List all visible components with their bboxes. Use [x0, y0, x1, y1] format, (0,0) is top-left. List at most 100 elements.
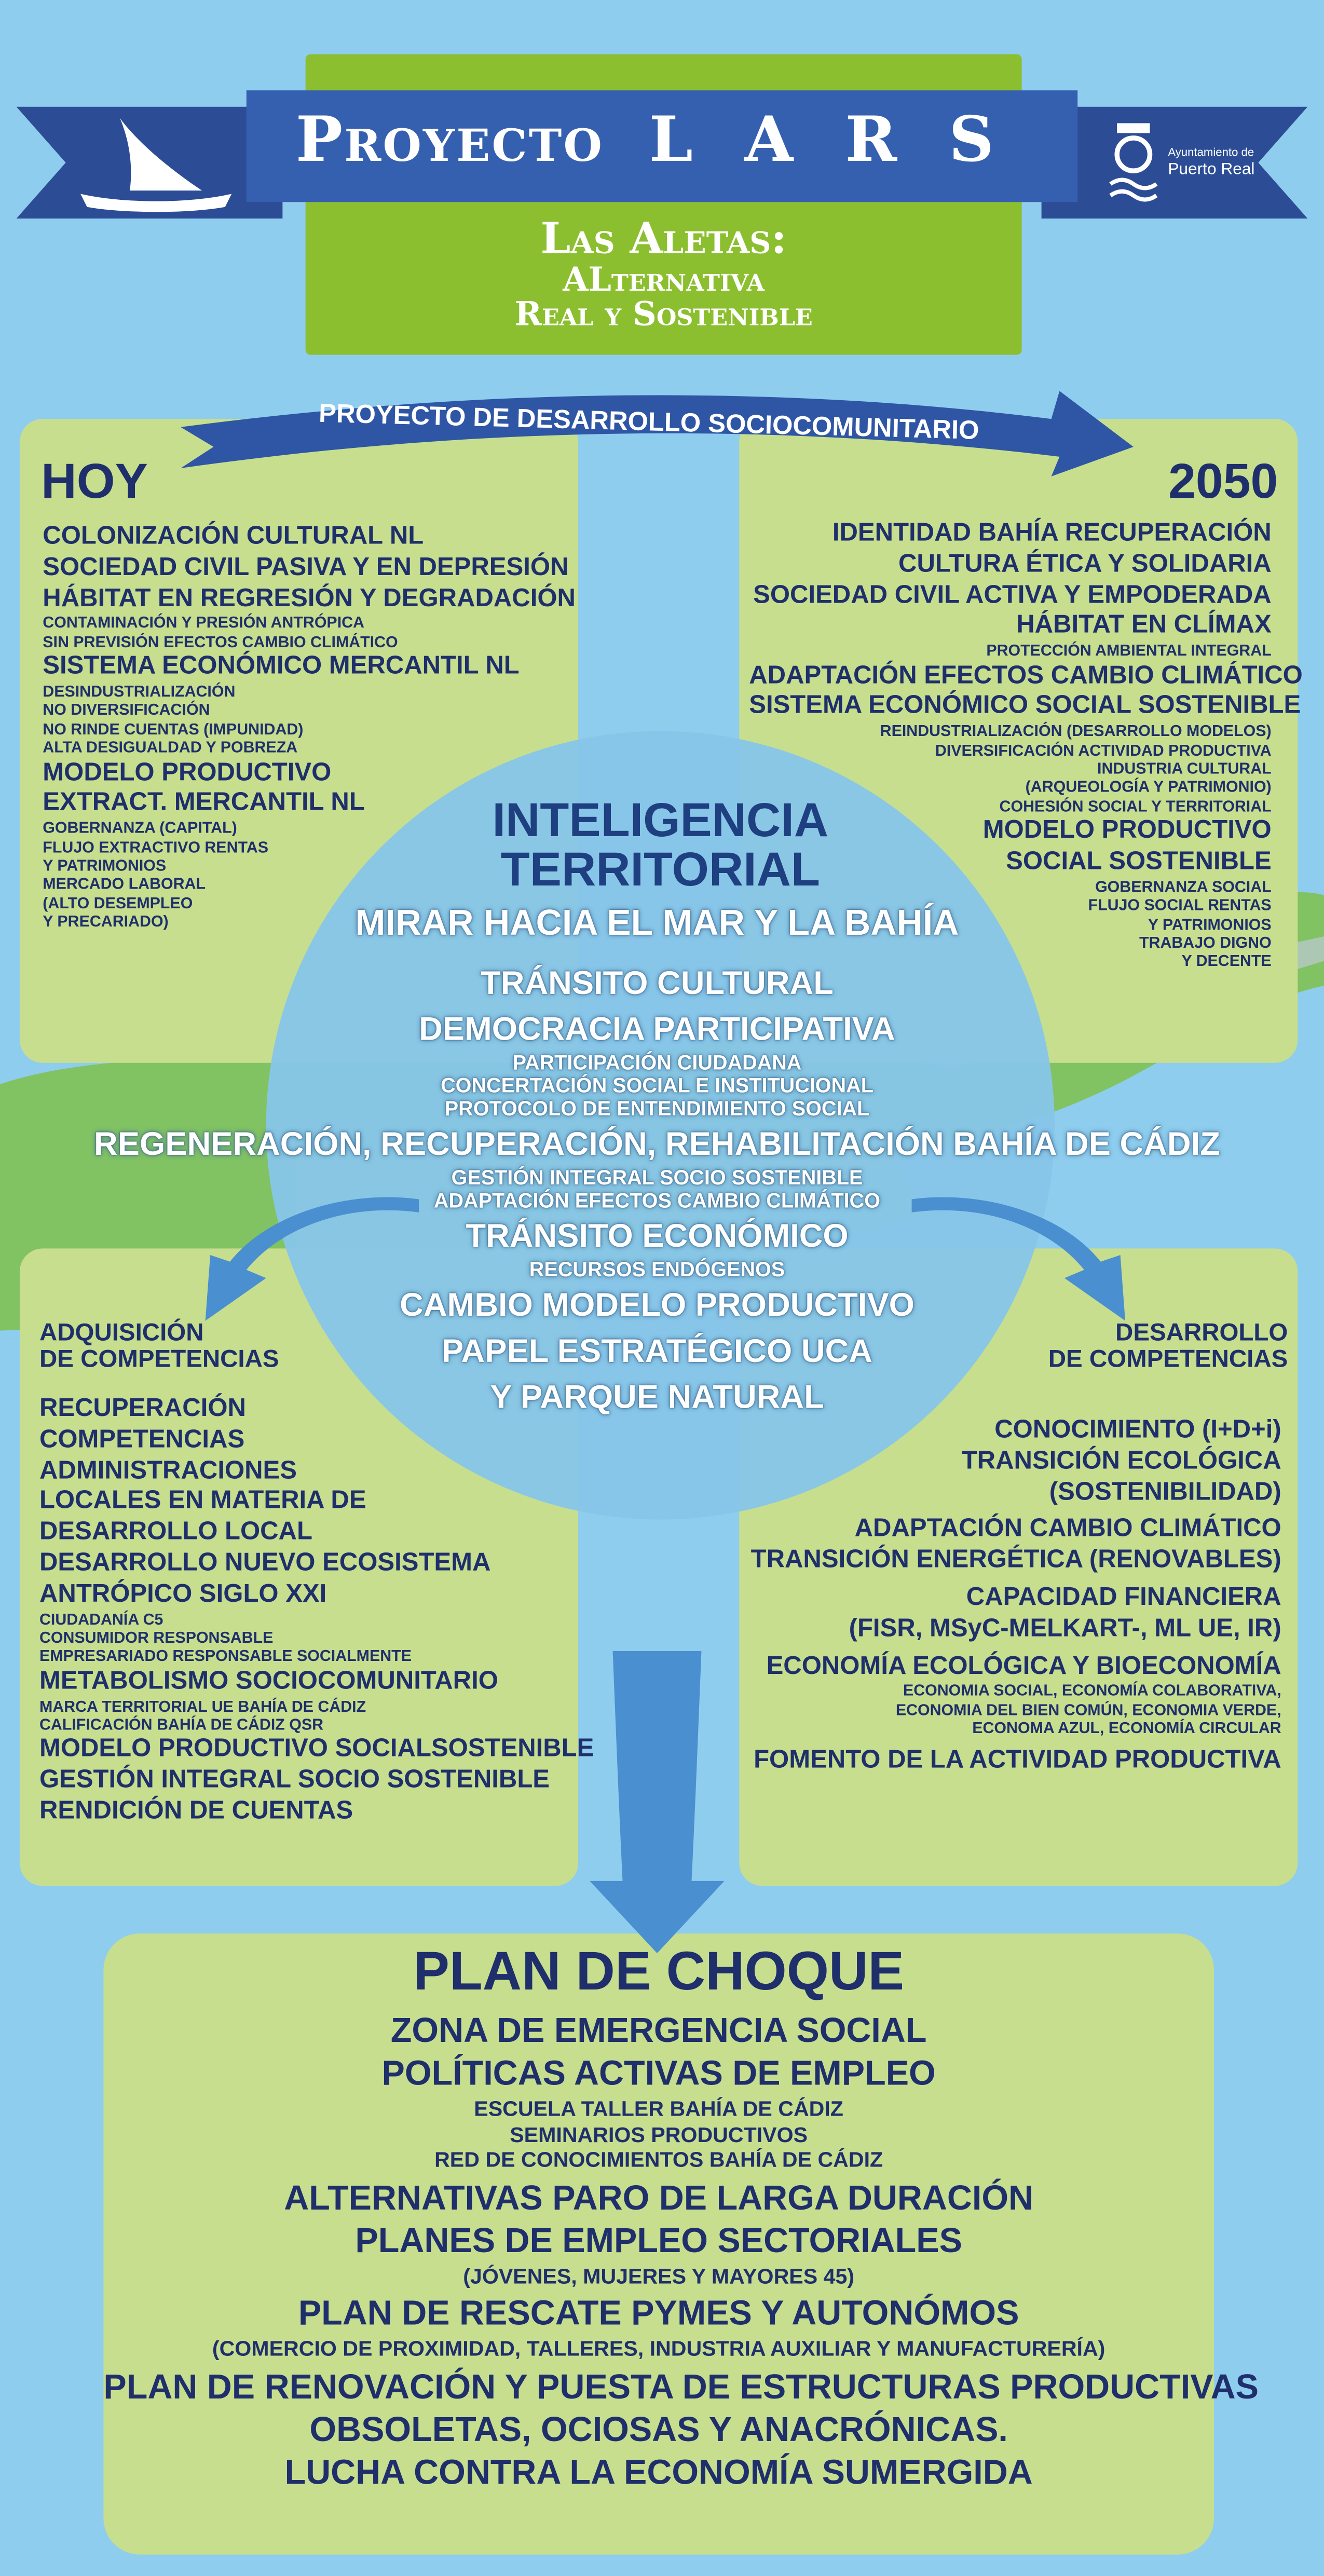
- hoy-line: SOCIEDAD CIVIL PASIVA Y EN DEPRESIÓN: [43, 553, 569, 581]
- y2050-line: MODELO PRODUCTIVO: [982, 816, 1272, 845]
- hoy-line: NO RINDE CUENTAS (IMPUNIDAD): [43, 720, 304, 739]
- city-logo-line1: Ayuntamiento de: [1168, 147, 1254, 160]
- top-arrow: [181, 391, 1134, 476]
- center-line: Y PARQUE NATURAL: [490, 1380, 824, 1416]
- center-circle: [266, 731, 1055, 1520]
- plan-line: (JÓVENES, MUJERES Y MAYORES 45): [463, 2262, 855, 2288]
- subtitle-line3: Real y Sostenible: [514, 294, 813, 334]
- city-logo-icon: [1109, 123, 1158, 202]
- title-letter-s: S: [949, 102, 994, 176]
- desarrollo-line: ADAPTACIÓN CAMBIO CLIMÁTICO: [854, 1515, 1281, 1544]
- center-title-line2: TERRITORIAL: [500, 843, 820, 896]
- adquisicion-title: ADQUISICIÓN DE COMPETENCIAS: [39, 1319, 279, 1373]
- desarrollo-line: (FISR, MSyC-MELKART-, ML UE, IR): [849, 1614, 1281, 1643]
- center-line: REGENERACIÓN, RECUPERACIÓN, REHABILITACI…: [94, 1127, 1220, 1163]
- title-word: Proyecto: [295, 102, 604, 176]
- adquisicion-line: MARCA TERRITORIAL UE BAHÍA DE CÁDIZ: [39, 1698, 366, 1716]
- center-line: DEMOCRACIA PARTICIPATIVA: [419, 1012, 895, 1048]
- plan-line: RED DE CONOCIMIENTOS BAHÍA DE CÁDIZ: [434, 2147, 883, 2172]
- y2050-line: SISTEMA ECONÓMICO SOCIAL SOSTENIBLE: [749, 692, 1301, 720]
- adquisicion-line: DESARROLLO NUEVO ECOSISTEMA: [39, 1549, 491, 1577]
- adquisicion-line: LOCALES EN MATERIA DE: [39, 1487, 366, 1516]
- hoy-line: MERCADO LABORAL: [43, 876, 206, 895]
- title-letter-l: L: [649, 102, 693, 176]
- center-list: TRÁNSITO CULTURAL DEMOCRACIA PARTICIPATIV…: [82, 963, 1232, 1420]
- hoy-line: FLUJO EXTRACTIVO RENTAS: [43, 839, 268, 857]
- title-letter-r: R: [845, 102, 897, 176]
- y2050-line: DIVERSIFICACIÓN ACTIVIDAD PRODUCTIVA: [935, 742, 1272, 760]
- header-title: Proyecto L A R S: [296, 102, 1052, 184]
- plan-title: PLAN DE CHOQUE: [413, 1940, 905, 2001]
- hoy-line: ALTA DESIGUALDAD Y POBREZA: [43, 739, 298, 758]
- adquisicion-line: GESTIÓN INTEGRAL SOCIO SOSTENIBLE: [39, 1766, 550, 1794]
- subtitle-line2: ALternativa: [563, 260, 765, 299]
- y2050-line: SOCIEDAD CIVIL ACTIVA Y EMPODERADA: [753, 581, 1272, 609]
- hoy-line: SISTEMA ECONÓMICO MERCANTIL NL: [43, 652, 520, 680]
- hoy-line: DESINDUSTRIALIZACIÓN: [43, 683, 236, 702]
- plan-list: ZONA DE EMERGENCIA SOCIAL POLÍTICAS ACTIV…: [103, 2011, 1259, 2495]
- desarrollo-line: FOMENTO DE LA ACTIVIDAD PRODUCTIVA: [754, 1746, 1281, 1774]
- plan-line: LUCHA CONTRA LA ECONOMÍA SUMERGIDA: [284, 2453, 1033, 2491]
- hoy-title: HOY: [41, 455, 148, 510]
- y2050-line: SOCIAL SOSTENIBLE: [1006, 848, 1272, 876]
- city-logo-text: Ayuntamiento de Puerto Real: [1168, 148, 1254, 179]
- plan-line: SEMINARIOS PRODUCTIVOS: [510, 2121, 808, 2147]
- hoy-line: GOBERNANZA (CAPITAL): [43, 820, 237, 838]
- center-line: PAPEL ESTRATÉGICO UCA: [441, 1333, 873, 1370]
- hoy-line: Y PRECARIADO): [43, 914, 169, 932]
- desarrollo-title: DESARROLLO DE COMPETENCIAS: [920, 1320, 1288, 1373]
- subtitle-line1: Las Aletas:: [540, 215, 787, 265]
- right-curved-arrow: [911, 1197, 1126, 1321]
- adquisicion-line: DESARROLLO LOCAL: [39, 1518, 312, 1546]
- hoy-line: SIN PREVISIÓN EFECTOS CAMBIO CLIMÁTICO: [43, 634, 398, 652]
- desarrollo-line: TRANSICIÓN ENERGÉTICA (RENOVABLES): [750, 1546, 1281, 1574]
- sail-logo-icon: [80, 118, 232, 212]
- desarrollo-line: (SOSTENIBILIDAD): [1049, 1478, 1281, 1506]
- center-line: PROTOCOLO DE ENTENDIMIENTO SOCIAL: [444, 1097, 870, 1121]
- y2050-line: HÁBITAT EN CLÍMAX: [1016, 611, 1272, 640]
- header-subtitle: Las Aletas: ALternativa Real y Sostenibl…: [306, 215, 1022, 334]
- desarrollo-line: ECONOMIA SOCIAL, ECONOMÍA COLABORATIVA,: [903, 1683, 1281, 1701]
- y2050-line: Y DECENTE: [1181, 953, 1272, 972]
- adquisicion-line: COMPETENCIAS: [39, 1425, 245, 1454]
- center-line: TRÁNSITO CULTURAL: [481, 966, 834, 1002]
- left-curved-arrow: [205, 1197, 419, 1321]
- hoy-line: Y PATRIMONIOS: [43, 857, 167, 876]
- y2050-line: (ARQUEOLOGÍA Y PATRIMONIO): [1025, 779, 1272, 798]
- center-line: ADAPTACIÓN EFECTOS CAMBIO CLIMÁTICO: [433, 1189, 881, 1212]
- hoy-line: MODELO PRODUCTIVO: [43, 758, 332, 786]
- y2050-line: REINDUSTRIALIZACIÓN (DESARROLLO MODELOS): [880, 723, 1272, 742]
- center-line: CONCERTACIÓN SOCIAL E INSTITUCIONAL: [441, 1074, 873, 1098]
- adquisicion-line: METABOLISMO SOCIOCOMUNITARIO: [39, 1667, 498, 1695]
- center-line: PARTICIPACIÓN CIUDADANA: [512, 1051, 802, 1074]
- plan-line: OBSOLETAS, OCIOSAS Y ANACRÓNICAS.: [309, 2410, 1008, 2449]
- adquisicion-line: CALIFICACIÓN BAHÍA DE CÁDIZ QSR: [39, 1716, 324, 1735]
- plan-line: POLÍTICAS ACTIVAS DE EMPLEO: [381, 2055, 936, 2093]
- y2050-line: GOBERNANZA SOCIAL: [1095, 878, 1272, 897]
- center-line: GESTIÓN INTEGRAL SOCIO SOSTENIBLE: [451, 1166, 863, 1190]
- center-line: TRÁNSITO ECONÓMICO: [466, 1219, 849, 1256]
- center-subtitle: MIRAR HACIA EL MAR Y LA BAHÍA: [355, 902, 959, 943]
- plan-line: PLAN DE RENOVACIÓN Y PUESTA DE ESTRUCTUR…: [103, 2368, 1259, 2406]
- panel-plan-de-choque: [103, 1933, 1214, 2555]
- desarrollo-line: CAPACIDAD FINANCIERA: [966, 1584, 1281, 1612]
- center-title: INTELIGENCIA TERRITORIAL: [266, 797, 1055, 896]
- center-line: RECURSOS ENDÓGENOS: [529, 1258, 785, 1282]
- y2050-line: PROTECCIÓN AMBIENTAL INTEGRAL: [986, 643, 1272, 661]
- hoy-line: CONTAMINACIÓN Y PRESIÓN ANTRÓPICA: [43, 615, 364, 633]
- y2050-line: FLUJO SOCIAL RENTAS: [1088, 897, 1272, 916]
- hoy-line: EXTRACT. MERCANTIL NL: [43, 789, 365, 817]
- adquisicion-line: CONSUMIDOR RESPONSABLE: [39, 1629, 274, 1648]
- desarrollo-line: ECONOMIA DEL BIEN COMÚN, ECONOMIA VERDE,: [895, 1701, 1281, 1720]
- y2050-line: Y PATRIMONIOS: [1148, 916, 1272, 934]
- y2050-line: IDENTIDAD BAHÍA RECUPERACIÓN: [832, 519, 1272, 547]
- adquisicion-line: EMPRESARIADO RESPONSABLE SOCIALMENTE: [39, 1648, 412, 1667]
- adquisicion-title-line1: ADQUISICIÓN: [39, 1319, 204, 1347]
- plan-line: (COMERCIO DE PROXIMIDAD, TALLERES, INDUS…: [212, 2336, 1105, 2361]
- plan-line: ZONA DE EMERGENCIA SOCIAL: [390, 2012, 927, 2050]
- center-line: CAMBIO MODELO PRODUCTIVO: [400, 1288, 914, 1324]
- adquisicion-line: ADMINISTRACIONES: [39, 1456, 297, 1484]
